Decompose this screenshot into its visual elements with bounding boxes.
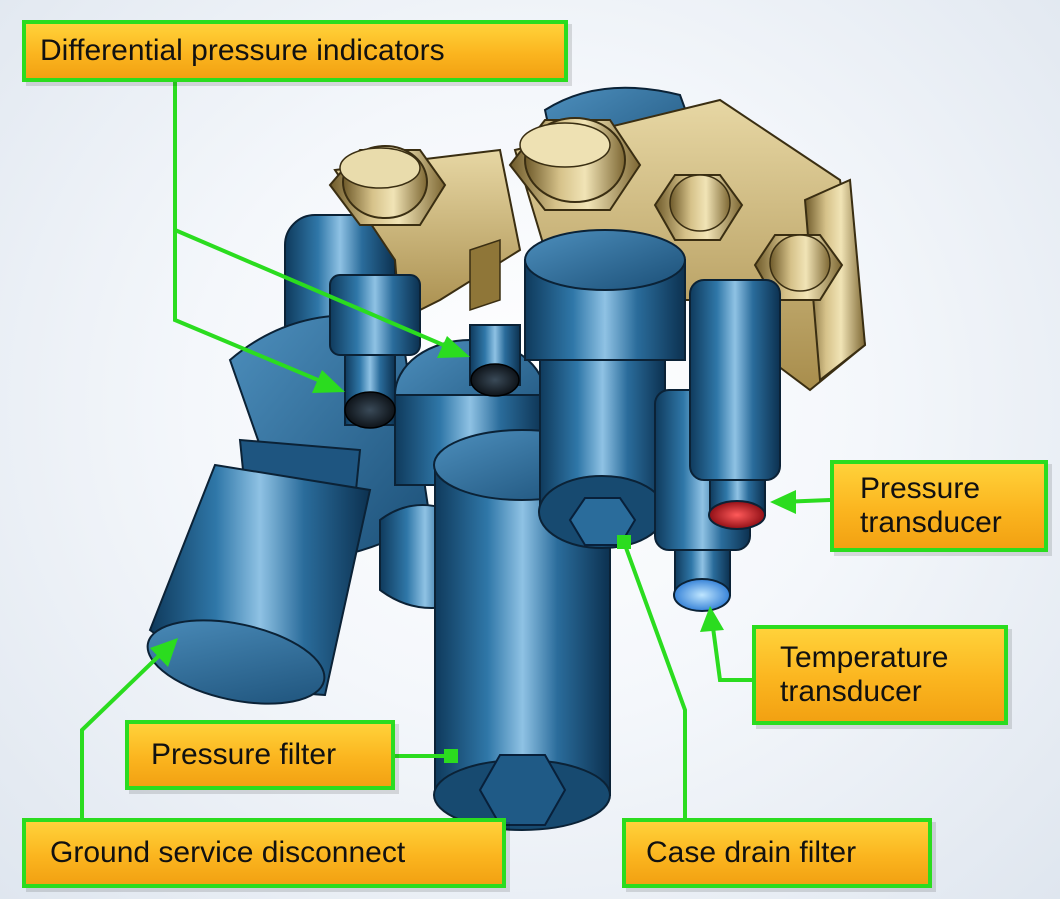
leader-ground-service [80,648,167,820]
leader-temperature-transducer [710,619,755,682]
label-pressure-transducer: Pressure transducer [830,460,1048,552]
arrowhead-diff-right [437,336,470,358]
leader-diff-pressure-left [173,80,331,387]
label-text: Differential pressure indicators [40,34,445,67]
hex-bolt-right-1 [653,174,744,241]
arrowhead-temperature-transducer [700,606,724,632]
differential-pressure-indicator-right [469,324,521,397]
label-text: Ground service disconnect [50,836,406,869]
leader-lines [80,80,831,820]
label-temperature-transducer: Temperature transducer [752,625,1008,725]
label-differential-pressure-indicators: Differential pressure indicators [22,20,568,82]
leader-case-drain [623,544,687,820]
case-drain-filter-cylinder [524,229,686,549]
label-text: Pressure filter [151,738,337,771]
marker-pressure-filter [444,749,458,763]
arrowhead-ground-service [150,638,178,667]
arrowhead-pressure-transducer [770,490,796,514]
hex-bolt-left [328,145,447,226]
marker-case-drain [617,535,631,549]
arrowhead-diff-left [312,370,345,393]
label-pressure-filter: Pressure filter [125,720,395,790]
leader-arrowheads [150,336,796,763]
pressure-transducer-body [689,279,781,530]
label-text: Pressure transducer [860,472,1002,539]
label-text: Temperature transducer [780,641,949,708]
ground-service-disconnect-cylinder [146,438,372,705]
label-case-drain-filter: Case drain filter [622,818,932,888]
leader-diff-pressure-right [174,228,456,352]
label-ground-service-disconnect: Ground service disconnect [22,818,506,888]
hex-bolt-center [508,117,642,211]
label-text: Case drain filter [646,836,857,869]
